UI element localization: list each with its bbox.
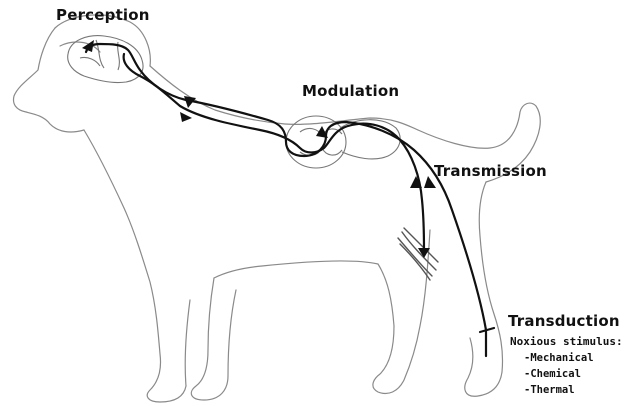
dog-outline xyxy=(14,15,541,402)
label-perception: Perception xyxy=(56,8,150,23)
paw-receptor xyxy=(480,328,494,356)
arrow-neck-down xyxy=(180,112,192,122)
noxious-item-thermal: -Thermal xyxy=(524,382,594,398)
label-transduction: Transduction xyxy=(508,314,620,329)
noxious-stimulus-list: -Mechanical -Chemical -Thermal xyxy=(524,350,594,398)
label-noxious-stimulus: Noxious stimulus: xyxy=(510,336,623,347)
noxious-item-chemical: -Chemical xyxy=(524,366,594,382)
label-transmission: Transmission xyxy=(434,164,547,179)
arrow-perception xyxy=(82,40,94,52)
nerve-pathways xyxy=(86,44,494,356)
noxious-item-mechanical: -Mechanical xyxy=(524,350,594,366)
label-modulation: Modulation xyxy=(302,84,399,99)
